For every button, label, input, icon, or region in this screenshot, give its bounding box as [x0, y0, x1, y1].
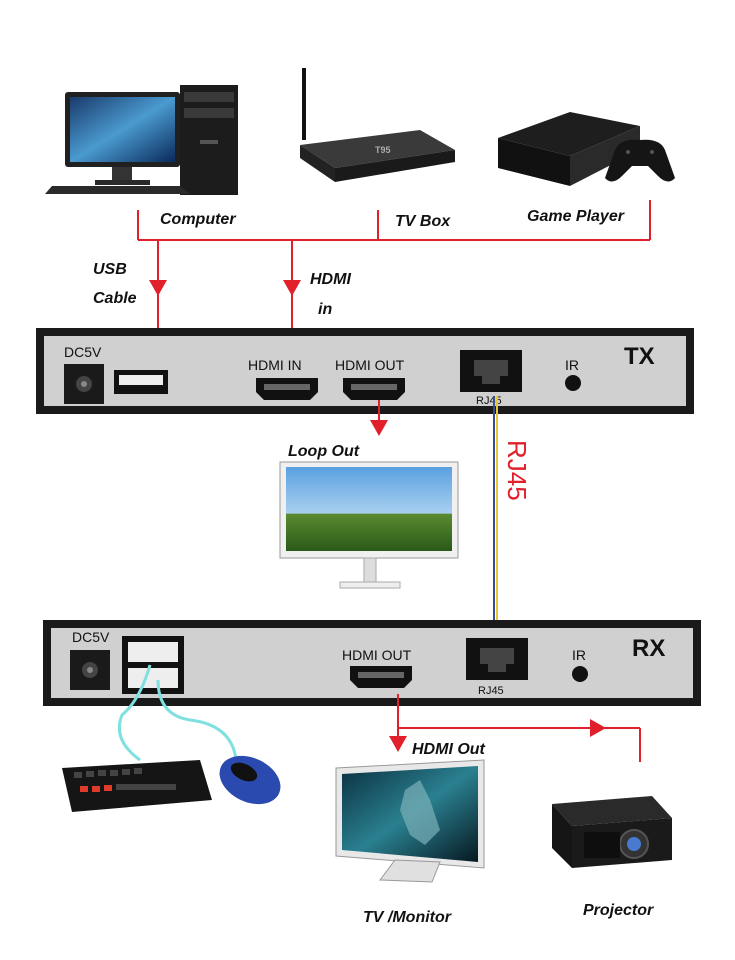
keyboard-image — [62, 760, 212, 812]
hdmi-in-arrow — [283, 280, 301, 296]
game-player-label: Game Player — [527, 208, 625, 225]
tvbox-image: T95 — [300, 68, 455, 182]
tv-monitor-image — [335, 759, 485, 883]
tx-hdmi-out-label: HDMI OUT — [335, 357, 405, 373]
computer-label: Computer — [160, 211, 236, 228]
rj45-cable-label: RJ45 — [502, 440, 532, 501]
tx-rj45-label: RJ45 — [476, 395, 502, 407]
usb-arrow — [149, 280, 167, 296]
tx-hdmi-in-label: HDMI IN — [248, 357, 302, 373]
computer-image — [45, 85, 238, 195]
tv-monitor-label: TV /Monitor — [363, 909, 452, 926]
rx-rj45-label: RJ45 — [478, 685, 504, 697]
loop-out-monitor-image — [279, 461, 459, 589]
keyboard-cable — [117, 664, 152, 762]
tx-ir-label: IR — [565, 357, 579, 373]
tv-arrow — [389, 736, 407, 752]
tx-ir-port — [565, 375, 581, 391]
mouse-cable — [156, 679, 238, 761]
rx-ir-label: IR — [572, 647, 586, 663]
usb-label-line2: Cable — [93, 290, 137, 307]
hdmi-in-label-line1: HDMI — [310, 271, 351, 288]
mouse-image — [219, 755, 281, 805]
tx-title: TX — [624, 343, 655, 370]
game-console-image — [498, 112, 675, 186]
hdmi-in-label-line2: in — [318, 301, 332, 318]
loop-out-arrow — [370, 420, 388, 436]
tx-dc-label: DC5V — [64, 344, 102, 360]
rx-hdmi-out-label: HDMI OUT — [342, 647, 412, 663]
tvbox-brand: T95 — [375, 145, 391, 155]
rx-unit: RX DC5V HDMI OUT RJ45 IR — [43, 620, 701, 706]
projector-image — [552, 796, 672, 868]
loop-out-label: Loop Out — [288, 443, 360, 460]
tvbox-label: TV Box — [395, 213, 451, 230]
usb-label-line1: USB — [93, 261, 127, 278]
projector-label: Projector — [583, 902, 654, 919]
rx-ir-port — [572, 666, 588, 682]
hdmi-out-label: HDMI Out — [412, 741, 486, 758]
projector-arrow — [590, 719, 606, 737]
rx-dc-label: DC5V — [72, 629, 110, 645]
rx-title: RX — [632, 635, 665, 662]
tx-unit: TX DC5V HDMI IN HDMI OUT RJ45 IR — [36, 328, 694, 414]
